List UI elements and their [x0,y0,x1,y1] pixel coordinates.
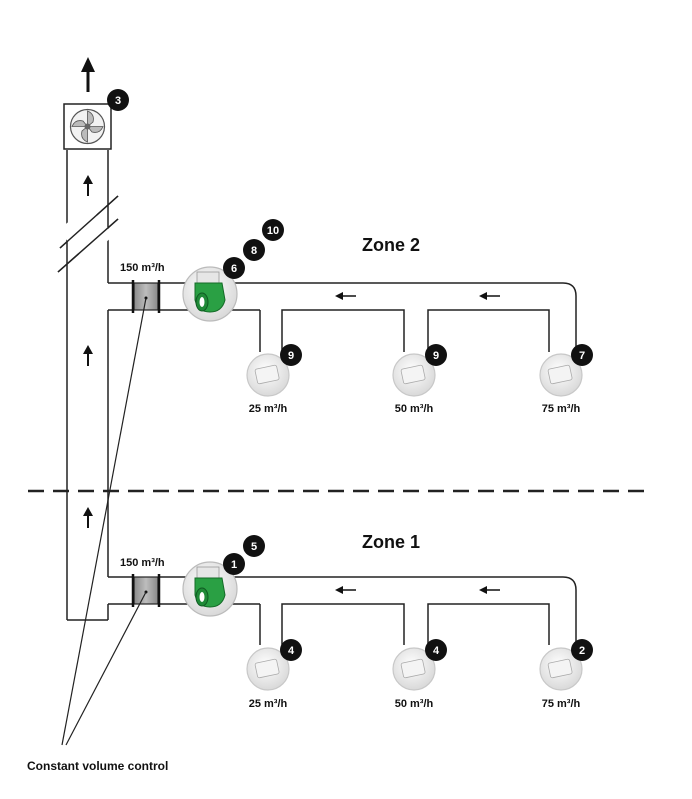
zone-1-constant-volume-damper [131,574,161,607]
zone-2: Zone 2 150 m³/h [108,219,593,415]
zone-2-valve-2: 9 50 m³/h [392,344,447,415]
zone-1-valve-2: 4 50 m³/h [392,639,447,710]
zone-2-valve-1: 9 25 m³/h [246,344,302,415]
constant-volume-control-caption: Constant volume control [27,759,168,773]
caption-leader-lines [61,297,147,746]
svg-text:7: 7 [579,350,585,362]
zone-1-flow-arrows [335,586,500,594]
zone-1: Zone 1 150 m³/h [108,532,593,710]
svg-text:75 m³/h: 75 m³/h [542,403,581,415]
svg-text:9: 9 [433,350,439,362]
zone-1-controller-badges: 1 5 [223,535,265,575]
fan-icon [69,108,106,145]
zone-1-valve-1: 4 25 m³/h [246,639,302,710]
svg-text:10: 10 [267,225,279,237]
svg-text:4: 4 [288,645,295,657]
svg-text:50 m³/h: 50 m³/h [395,403,434,415]
zone-2-valve-3: 7 75 m³/h [539,344,593,415]
zone-1-zone-controller [182,561,238,617]
zone-2-controller-icon [194,271,226,313]
zone-2-zone-controller [182,266,238,322]
zone-1-valve-3: 2 75 m³/h [539,639,593,710]
zone-1-title: Zone 1 [362,532,420,552]
zone-1-branch-flow: 150 m³/h [120,557,165,569]
svg-text:25 m³/h: 25 m³/h [249,698,288,710]
svg-text:9: 9 [288,350,294,362]
fan-unit: 3 [63,89,129,150]
zone-2-controller-badges: 6 8 10 [223,219,284,279]
svg-text:4: 4 [433,645,440,657]
svg-text:75 m³/h: 75 m³/h [542,698,581,710]
svg-text:2: 2 [579,645,585,657]
fan-badge: 3 [107,89,129,111]
zone-1-controller-icon [194,566,226,608]
exhaust-arrow [81,57,95,92]
zone-2-branch-flow: 150 m³/h [120,262,165,274]
svg-text:5: 5 [251,541,257,553]
svg-text:25 m³/h: 25 m³/h [249,403,288,415]
zone-2-constant-volume-damper [131,280,161,313]
svg-text:50 m³/h: 50 m³/h [395,698,434,710]
svg-text:8: 8 [251,245,257,257]
riser-flow-arrows [83,175,93,528]
duct-break-gap [58,204,115,261]
zone-2-flow-arrows [335,292,500,300]
svg-text:6: 6 [231,263,237,275]
svg-text:3: 3 [115,95,121,107]
zone-2-title: Zone 2 [362,235,420,255]
svg-text:1: 1 [231,559,237,571]
